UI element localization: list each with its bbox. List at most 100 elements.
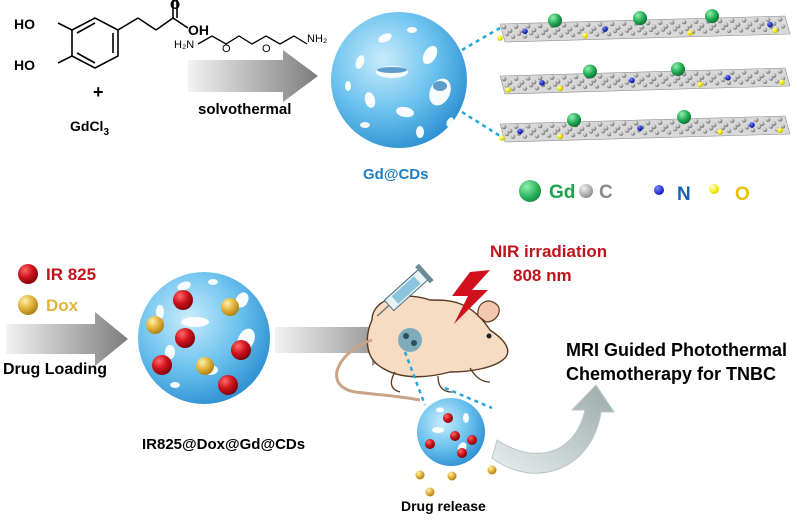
carbon-atom	[546, 133, 552, 138]
gdcl3-label: GdCl3	[70, 118, 110, 138]
carbon-atom	[717, 118, 723, 124]
carbon-atom	[507, 28, 513, 34]
carbon-atom	[726, 80, 732, 85]
carbon-atom	[651, 76, 657, 82]
gadolinium-atom	[633, 11, 647, 26]
carbon-atom	[759, 21, 765, 27]
carbon-atom	[543, 27, 549, 33]
carbon-atom	[744, 25, 750, 30]
carbon-atom	[591, 78, 597, 83]
carbon-atom	[687, 75, 693, 81]
carbon-atom	[621, 73, 627, 78]
carbon-atom	[747, 73, 753, 79]
carbon-atom	[771, 121, 777, 126]
carbon-atom	[675, 23, 681, 29]
therapy-label-line1: MRI Guided Photothermal	[566, 340, 788, 360]
ether-o-label-1: O	[222, 43, 231, 55]
carbon-atom	[606, 131, 612, 137]
carbon-atom	[636, 28, 642, 33]
carbon-atom	[552, 30, 558, 35]
carbon-atom	[618, 83, 624, 88]
carbon-atom	[753, 117, 759, 123]
carbon-atom	[702, 129, 708, 134]
carbon-atom	[555, 79, 561, 84]
carbon-atom	[648, 79, 654, 85]
solvothermal-arrow	[188, 50, 318, 102]
carbon-atom	[771, 73, 777, 78]
carbon-atom	[645, 20, 651, 26]
carbon-atom	[654, 30, 660, 35]
carbon-atom	[570, 84, 576, 90]
carbon-atom	[570, 132, 576, 138]
carbon-atom	[555, 27, 561, 32]
carbon-atom	[732, 125, 738, 130]
carbon-atom	[525, 23, 531, 29]
carbon-atom	[756, 24, 762, 30]
carbon-atom	[678, 81, 684, 87]
carbon-atom	[753, 17, 759, 23]
carbon-atom	[579, 26, 585, 32]
nir-wavelength-label: 808 nm	[513, 266, 572, 285]
zoom-lines	[461, 26, 501, 138]
carbon-atom	[654, 82, 660, 87]
carbon-atom	[516, 83, 522, 88]
carbon-atom	[726, 28, 732, 33]
carbon-atom	[669, 19, 675, 25]
carbon-atom	[513, 124, 519, 129]
carbon-atom	[777, 116, 783, 122]
carbon-atom	[546, 85, 552, 90]
nitrogen-atom	[539, 80, 545, 86]
carbon-atom	[651, 24, 657, 30]
carbon-atom	[564, 30, 570, 35]
carbon-atom	[744, 77, 750, 82]
released-dox-dot	[425, 487, 435, 497]
carbon-atom	[561, 22, 567, 28]
carbon-atom	[600, 129, 606, 134]
carbon-atom	[642, 82, 648, 88]
carbon-atom	[684, 26, 690, 32]
carbonyl-o-label: O	[170, 0, 181, 12]
carbon-atom	[597, 121, 603, 127]
carbon-atom	[537, 23, 543, 29]
carbon-atom	[564, 130, 570, 135]
release-particle	[417, 398, 485, 466]
carbon-atom	[540, 30, 546, 36]
carbon-atom	[546, 33, 552, 38]
carbon-atom	[657, 20, 663, 25]
oxygen-atom	[779, 79, 785, 86]
carbon-atom	[657, 120, 663, 125]
carbon-atom	[708, 126, 714, 131]
carbon-atom	[519, 79, 525, 85]
carbon-atom	[522, 34, 528, 39]
gd-cds-particle	[331, 12, 467, 148]
gadolinium-atom	[567, 112, 581, 127]
carbon-atom	[780, 24, 786, 29]
carbon-atom	[603, 125, 609, 131]
carbon-atom	[570, 32, 576, 38]
c-legend-label: C	[599, 182, 613, 203]
carbon-atom	[675, 75, 681, 81]
carbon-atom	[630, 31, 636, 36]
carbon-atom	[528, 83, 534, 88]
carbon-atom	[528, 31, 534, 36]
nitrogen-atom	[725, 74, 731, 81]
release-zoom-lines	[403, 351, 493, 410]
carbon-atom	[510, 86, 516, 91]
carbon-atom	[714, 80, 720, 86]
carbon-atom	[561, 122, 567, 128]
carbon-atom	[735, 122, 741, 127]
carbon-atom	[699, 75, 705, 80]
carbon-atom	[768, 76, 774, 81]
carbon-atom	[615, 125, 621, 131]
carbon-atom	[738, 128, 744, 133]
carbon-atom	[660, 127, 666, 132]
nitrogen-atom	[767, 21, 773, 28]
carbon-atom	[531, 127, 537, 133]
carbon-atom	[720, 25, 726, 31]
carbon-atom	[573, 74, 579, 80]
carbon-atom	[744, 125, 750, 130]
carbon-atom	[522, 86, 528, 91]
carbon-atom	[729, 118, 735, 123]
carbon-atom	[510, 34, 516, 39]
